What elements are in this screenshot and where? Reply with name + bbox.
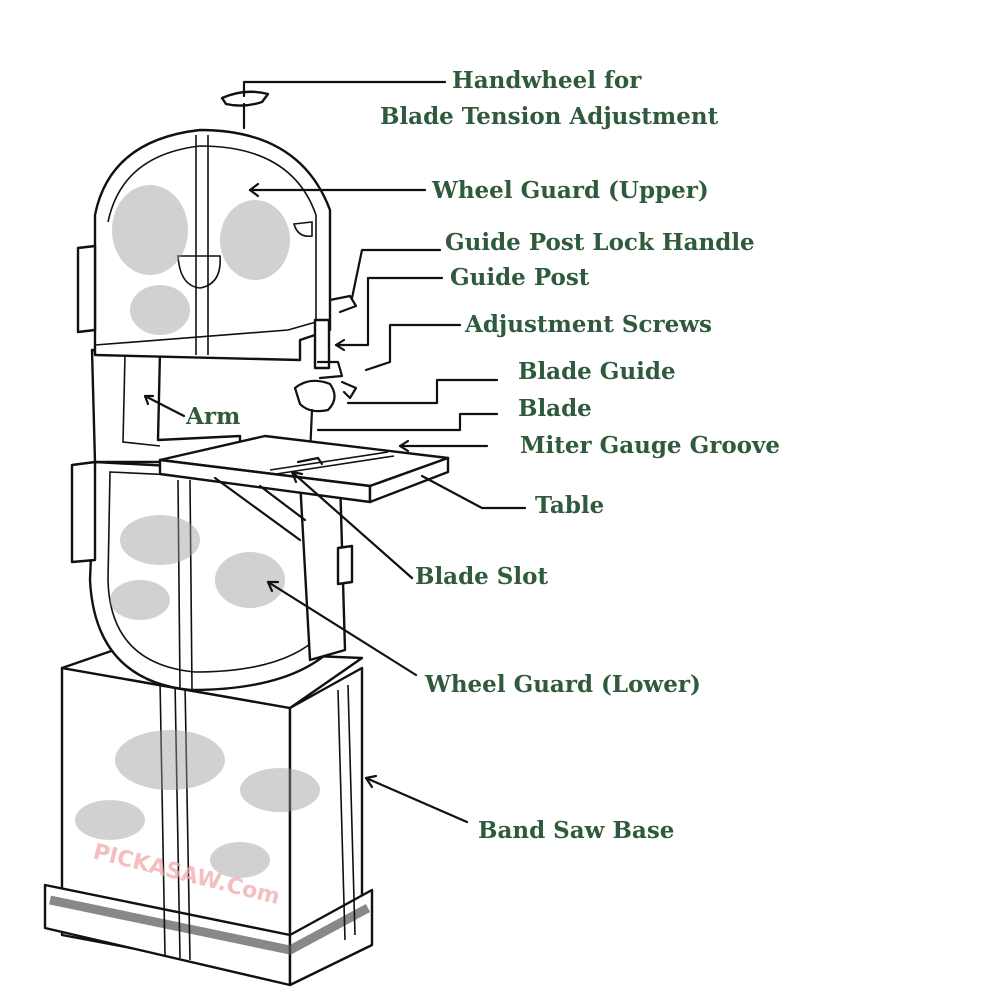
band-saw-illustration: PICKASAW.Com (43, 90, 450, 987)
label-miter-gauge-groove: Miter Gauge Groove (520, 432, 780, 459)
label-adjustment-screws: Adjustment Screws (464, 311, 712, 338)
leader-blade (316, 412, 499, 432)
leader-guide-post (334, 276, 444, 347)
arrowhead-miter-gauge-groove (398, 439, 410, 453)
wheel-guard-upper-drawing (76, 128, 332, 362)
arrowhead-wheel-guard-lower (266, 580, 280, 593)
leader-blade-guide (346, 378, 499, 405)
wheel-guard-lower-drawing (70, 460, 354, 692)
leader-handwheel (242, 80, 447, 98)
arrowhead-wheel-guard-upper (248, 182, 260, 198)
label-wheel-guard-lower: Wheel Guard (Lower) (424, 671, 701, 698)
arrowhead-arm (143, 394, 155, 406)
leader-adjustment-screws (364, 323, 462, 372)
arrowhead-band-saw-base (364, 774, 378, 789)
label-handwheel-line1: Handwheel for (452, 67, 642, 94)
label-blade: Blade (518, 395, 592, 422)
leader-band-saw-base (364, 776, 469, 824)
label-arm: Arm (185, 403, 240, 430)
label-guide-post: Guide Post (450, 264, 590, 291)
arrowhead-guide-post (334, 338, 346, 352)
label-table: Table (535, 492, 604, 519)
leader-table (420, 474, 527, 510)
label-guide-post-lock-handle: Guide Post Lock Handle (445, 229, 755, 256)
leader-guide-post-lock-handle (350, 248, 442, 300)
label-band-saw-base: Band Saw Base (478, 817, 674, 844)
label-blade-slot: Blade Slot (415, 563, 548, 590)
label-blade-guide: Blade Guide (518, 358, 676, 385)
leader-blade-slot (290, 470, 414, 580)
handwheel-drawing (220, 90, 270, 130)
leader-lines (143, 80, 527, 824)
leader-wheel-guard-lower (266, 580, 418, 677)
label-wheel-guard-upper: Wheel Guard (Upper) (431, 177, 709, 204)
table-drawing (158, 434, 450, 542)
label-handwheel-line2: Blade Tension Adjustment (380, 103, 719, 130)
leader-arm (143, 394, 186, 418)
arrowhead-blade-slot (290, 470, 304, 484)
band-saw-base-drawing (43, 646, 374, 987)
part-labels: Handwheel for Blade Tension Adjustment W… (185, 67, 780, 844)
